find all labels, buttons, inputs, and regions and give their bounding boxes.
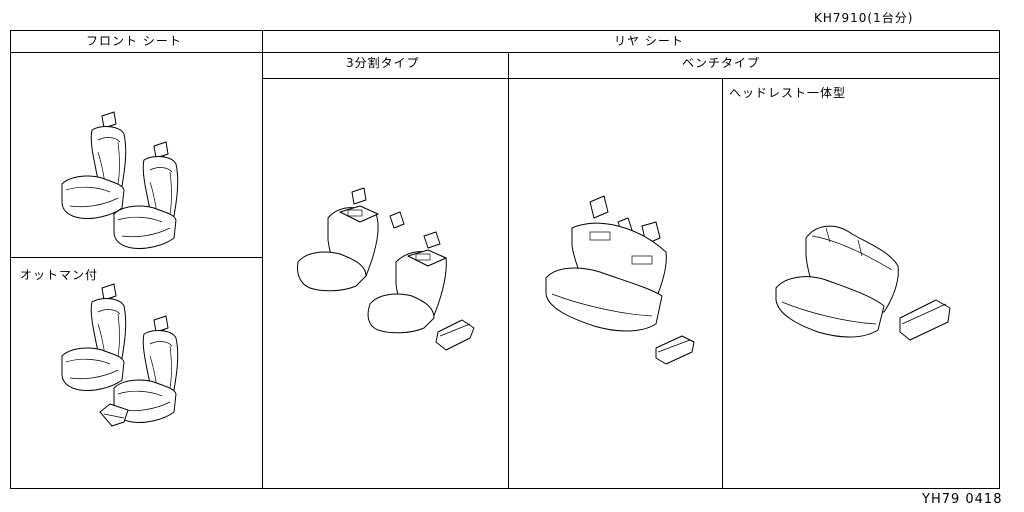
armrest-drawing bbox=[435, 319, 475, 351]
rear-bench-seat bbox=[545, 195, 695, 365]
front-seat-pair bbox=[61, 111, 179, 250]
ottoman-drawing bbox=[99, 403, 129, 427]
rear-three-split-seat bbox=[297, 187, 475, 351]
catalog-code: KH7910(1台分) bbox=[814, 11, 914, 25]
header-three-split: 3分割タイプ bbox=[346, 56, 420, 70]
front-seat-ottoman-set bbox=[61, 283, 179, 427]
header-bench: ベンチタイプ bbox=[682, 56, 761, 70]
label-ottoman: オットマン付 bbox=[20, 268, 99, 282]
rear-bench-integrated-headrest-seat bbox=[775, 225, 951, 341]
label-headrest-integrated: ヘッドレスト一体型 bbox=[729, 86, 847, 100]
header-rear-seat: リヤ シート bbox=[614, 34, 684, 48]
bench-armrest-drawing bbox=[655, 335, 695, 365]
footer-code: YH79 0418 bbox=[922, 492, 1003, 507]
header-front-seat: フロント シート bbox=[86, 34, 182, 48]
integrated-armrest-drawing bbox=[899, 299, 951, 341]
table-grid bbox=[10, 30, 1000, 489]
